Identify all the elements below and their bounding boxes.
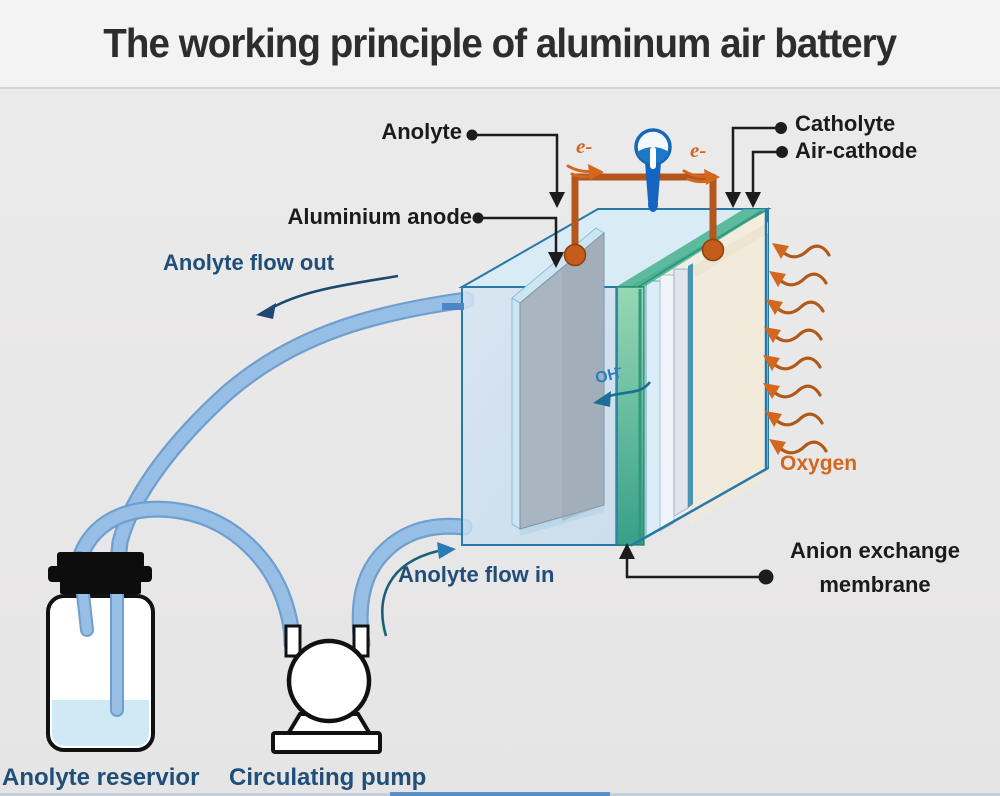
reservoir-liquid (52, 700, 149, 746)
label-anolyte-flow-in: Anolyte flow in (398, 562, 555, 587)
hydroxide-flow-arrow (593, 381, 652, 407)
label-circulating-pump: Circulating pump (229, 764, 427, 791)
label-electron-right: e- (690, 138, 707, 162)
callout-catholyte (725, 122, 787, 208)
label-oxygen: Oxygen (780, 452, 858, 475)
catholyte-layer (645, 280, 661, 539)
anolyte-flow-out-arrow (256, 274, 399, 319)
label-catholyte: Catholyte (795, 111, 896, 136)
anolyte-flow-in-arrow (381, 542, 456, 637)
page-title: The working principle of aluminum air ba… (103, 20, 898, 66)
anode-terminal (563, 243, 587, 267)
title-bar: The working principle of aluminum air ba… (0, 0, 1000, 89)
oxygen-arrows (761, 241, 831, 457)
pump-body (286, 638, 372, 724)
bottle-cap (48, 552, 152, 594)
circulating-pump (271, 624, 382, 754)
light-bulb (634, 128, 672, 212)
callout-anion-exchange-membrane (619, 543, 774, 585)
callout-air-cathode (745, 146, 788, 208)
callout-anolyte (466, 129, 565, 208)
label-anolyte-flow-out: Anolyte flow out (163, 250, 335, 275)
air-cathode-layer (673, 268, 689, 517)
label-anion-exchange: Anion exchange (790, 538, 960, 563)
label-anolyte-reservior: Anolyte reservior (2, 764, 200, 791)
tube-anolyte-out (109, 291, 475, 571)
label-electron-left: e- (576, 134, 593, 158)
callout-aluminium-anode (472, 212, 564, 268)
aluminium-anode-plate (511, 227, 605, 536)
electron-arrow-right (682, 169, 720, 185)
circuit-wire (563, 173, 725, 267)
battery-cell (442, 207, 772, 547)
tube-pump-to-cell (351, 517, 473, 653)
label-anolyte: Anolyte (381, 119, 462, 144)
anion-exchange-membrane-layer (615, 209, 768, 546)
electron-arrow-left (566, 164, 604, 180)
cathode-terminal (701, 238, 725, 262)
tube-bottle-to-pump (71, 500, 301, 653)
label-aluminium-anode: Aluminium anode (287, 204, 472, 229)
label-membrane: membrane (819, 572, 931, 597)
label-air-cathode: Air-cathode (795, 138, 918, 163)
anolyte-reservoir-bottle (46, 551, 155, 752)
bottom-edge-accent (390, 792, 610, 796)
outlet-port (442, 303, 464, 310)
